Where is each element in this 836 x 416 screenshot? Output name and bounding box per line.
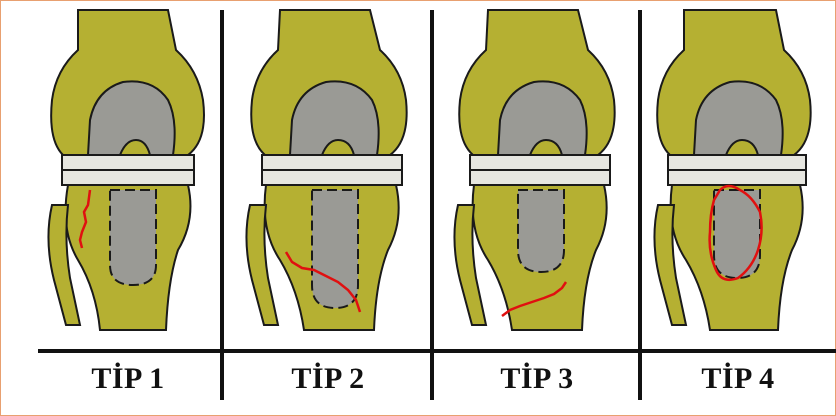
knee-illustration-4 — [648, 0, 828, 350]
panel-divider — [430, 10, 434, 400]
panel-label: TİP 1 — [38, 362, 218, 406]
panel-label: TİP 2 — [230, 362, 426, 406]
tibial-stem — [110, 190, 156, 285]
panel-tip-1: TİP 1 — [38, 0, 218, 416]
panel-tip-4: TİP 4 — [648, 0, 828, 416]
tibial-stem — [518, 190, 564, 272]
panel-label: TİP 4 — [648, 362, 828, 406]
panel-divider — [638, 10, 642, 400]
baseline-rule — [38, 349, 836, 353]
panel-tip-2: TİP 2 — [230, 0, 426, 416]
panel-tip-3: TİP 3 — [440, 0, 634, 416]
panel-divider — [220, 10, 224, 400]
tibial-stem — [312, 190, 358, 308]
knee-illustration-1 — [38, 0, 218, 350]
panel-label: TİP 3 — [440, 362, 634, 406]
knee-illustration-3 — [440, 0, 634, 350]
knee-illustration-2 — [230, 0, 426, 350]
tibial-stem — [714, 190, 760, 278]
